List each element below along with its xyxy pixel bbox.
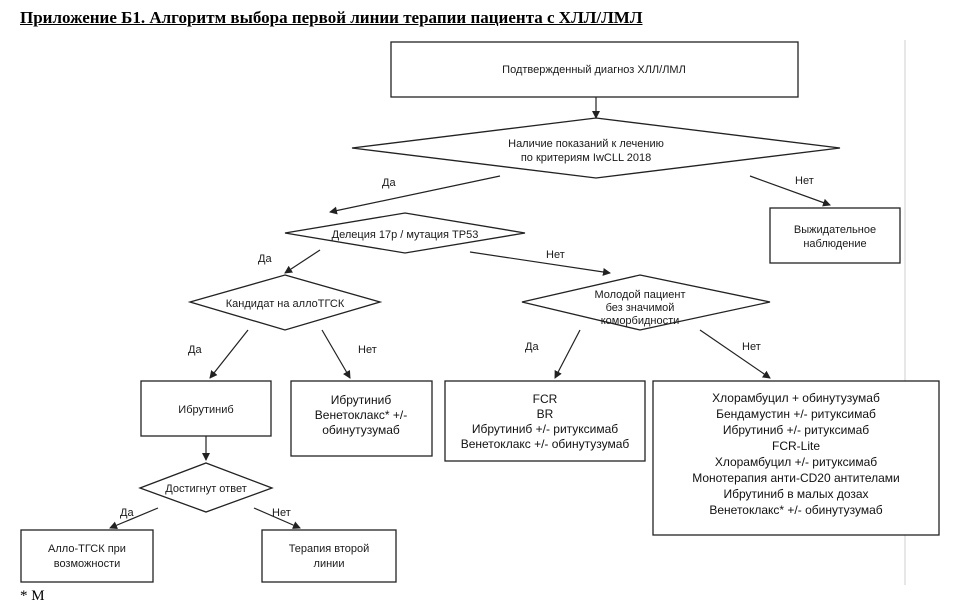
indications-text-line-1: Наличие показаний к лечению bbox=[508, 138, 664, 150]
elderly-text-line-6: Монотерапия анти-CD20 антителами bbox=[692, 471, 900, 485]
elderly-text-line-1: Хлорамбуцил + обинутузумаб bbox=[712, 391, 880, 405]
young-patient-text-line-2: без значимой bbox=[606, 302, 675, 314]
node-elderly-box bbox=[652, 380, 940, 536]
elderly-text-line-7: Ибрутиниб в малых дозах bbox=[723, 487, 868, 501]
edge-label-deletion-no: Нет bbox=[546, 249, 565, 261]
node-ibrutinib-veneto-box bbox=[290, 380, 433, 457]
node-allo-tgsk-box bbox=[20, 529, 154, 583]
edge-label-indications-no: Нет bbox=[795, 175, 814, 187]
ibrutinib-veneto-text-line-2: Венетоклакс* +/- bbox=[315, 408, 407, 422]
node-young-diamond bbox=[521, 274, 771, 331]
ibrutinib-veneto-text-line-3: обинутузумаб bbox=[322, 423, 400, 437]
node-ibrutinib-box bbox=[140, 380, 272, 437]
node-response-diamond bbox=[138, 462, 274, 513]
deletion-text: Делеция 17р / мутация ТР53 bbox=[332, 229, 479, 241]
fcr-text-line-1: FCR bbox=[533, 392, 558, 406]
edge-label-young-yes: Да bbox=[525, 341, 539, 353]
page-title: Приложение Б1. Алгоритм выбора первой ли… bbox=[20, 8, 643, 27]
edge-label-deletion-yes: Да bbox=[258, 253, 272, 265]
observation-text-line-1: Выжидательное bbox=[794, 224, 876, 236]
ibrutinib-veneto-text-line-1: Ибрутиниб bbox=[331, 393, 392, 407]
fcr-text-line-2: BR bbox=[537, 407, 554, 421]
node-deletion-diamond bbox=[284, 212, 526, 254]
elderly-text-line-2: Бендамустин +/- ритуксимаб bbox=[716, 407, 876, 421]
edge-response-second-line bbox=[253, 507, 301, 529]
edge-label-indications-yes: Да bbox=[382, 177, 396, 189]
edge-allo-ibrutinib bbox=[209, 329, 249, 379]
edge-young-elderly bbox=[699, 329, 771, 379]
footnote: * М bbox=[20, 588, 45, 604]
allo-tgsk-text-line-1: Алло-ТГСК при bbox=[48, 543, 126, 555]
node-indications-diamond bbox=[351, 117, 841, 179]
edge-indications-deletion bbox=[329, 175, 501, 215]
edge-young-fcr bbox=[554, 329, 581, 379]
edge-deletion-young bbox=[469, 251, 611, 276]
node-diagnosis-box bbox=[390, 41, 799, 98]
fcr-text-line-4: Венетоклакс +/- обинутузумаб bbox=[461, 437, 630, 451]
ibrutinib-text: Ибрутиниб bbox=[178, 404, 233, 416]
young-patient-text-line-3: коморбидности bbox=[601, 315, 680, 327]
allo-candidate-text: Кандидат на аллоТГСК bbox=[226, 298, 345, 310]
edge-label-response-no: Нет bbox=[272, 507, 291, 519]
observation-text-line-2: наблюдение bbox=[803, 238, 866, 250]
second-line-text-line-1: Терапия второй bbox=[289, 543, 370, 555]
edge-deletion-allo bbox=[284, 249, 321, 274]
second-line-text-line-2: линии bbox=[314, 558, 345, 570]
edge-label-response-yes: Да bbox=[120, 507, 134, 519]
node-second-line-box bbox=[261, 529, 397, 583]
fcr-text-line-3: Ибрутиниб +/- ритуксимаб bbox=[472, 422, 618, 436]
connectors bbox=[109, 97, 831, 529]
elderly-text-line-5: Хлорамбуцил +/- ритуксимаб bbox=[715, 455, 877, 469]
edge-label-allo-no: Нет bbox=[358, 344, 377, 356]
indications-text-line-2: по критериям IwCLL 2018 bbox=[521, 152, 651, 164]
node-fcr-box bbox=[444, 380, 646, 462]
allo-tgsk-text-line-2: возможности bbox=[54, 558, 121, 570]
elderly-text-line-8: Венетоклакс* +/- обинутузумаб bbox=[709, 503, 882, 517]
response-text: Достигнут ответ bbox=[165, 483, 246, 495]
elderly-text-line-3: Ибрутиниб +/- ритуксимаб bbox=[723, 423, 869, 437]
edge-indications-observation bbox=[749, 175, 831, 207]
edge-allo-ibrutinib-veneto bbox=[321, 329, 351, 379]
node-allo-diamond bbox=[187, 274, 383, 331]
elderly-text-line-4: FCR-Lite bbox=[772, 439, 820, 453]
node-observation-box bbox=[769, 207, 901, 264]
edge-label-allo-yes: Да bbox=[188, 344, 202, 356]
edge-label-young-no: Нет bbox=[742, 341, 761, 353]
edge-response-allo-tgsk bbox=[109, 507, 159, 529]
diagnosis-text: Подтвержденный диагноз ХЛЛ/ЛМЛ bbox=[502, 64, 686, 76]
young-patient-text-line-1: Молодой пациент bbox=[594, 289, 685, 301]
